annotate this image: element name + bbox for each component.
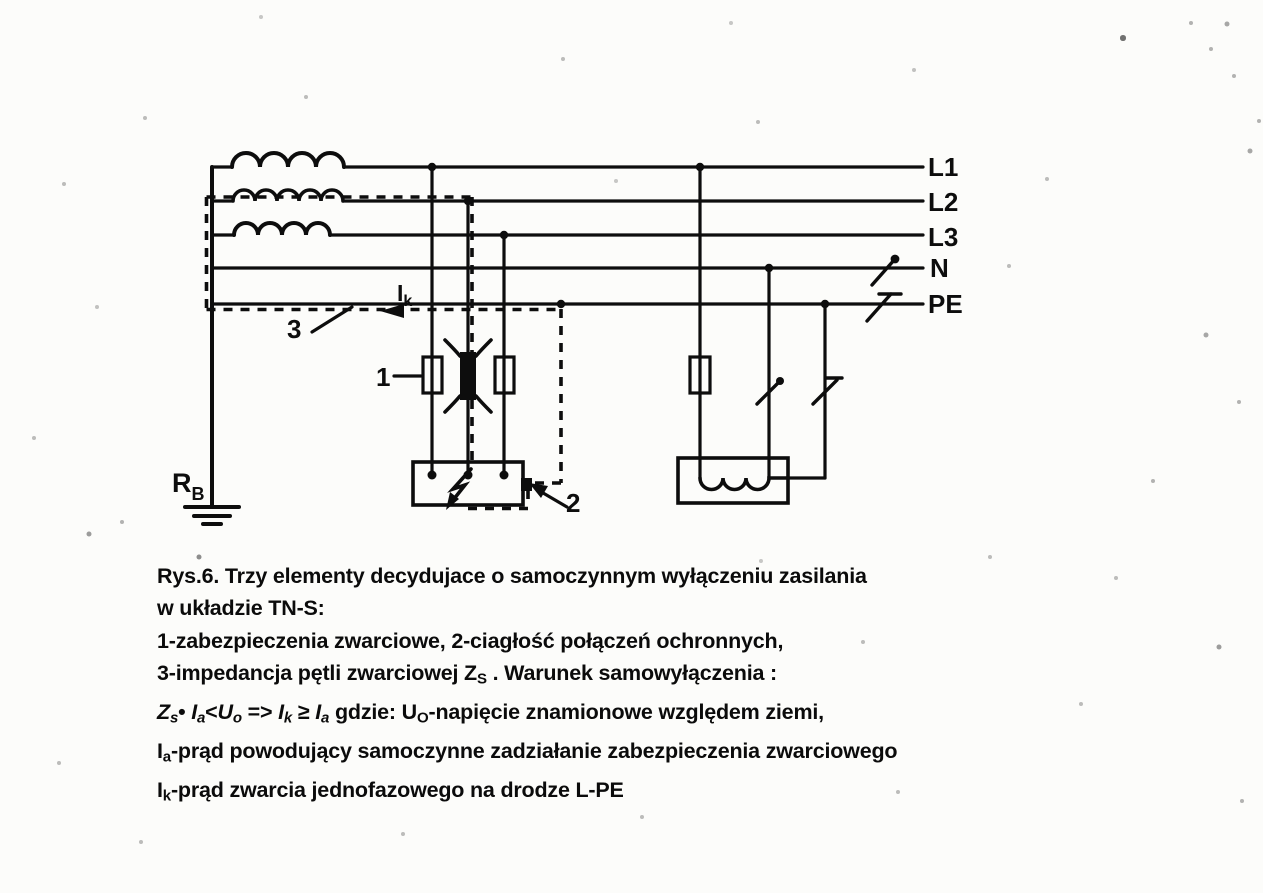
pe-isolating-link-icon <box>865 292 903 323</box>
right-load-drops <box>698 165 827 480</box>
caption-segment: I <box>157 778 163 803</box>
caption-segment: k <box>283 709 293 727</box>
callout-3-leader <box>310 305 354 334</box>
caption-segment: w układzie TN-S: <box>157 596 325 621</box>
caption-segment: O <box>416 709 429 727</box>
operating-fuse-burst-icon <box>443 338 493 414</box>
caption-segment: -prąd zwarcia jednofazowego na drodze L-… <box>170 778 624 803</box>
callout-2: 2 <box>566 488 580 518</box>
earth-resistance-base: R <box>172 468 192 498</box>
transformer-winding-l3 <box>232 221 332 237</box>
caption-segment: • <box>178 700 192 725</box>
right-load-box <box>676 456 790 505</box>
callout-1: 1 <box>376 362 390 392</box>
fault-loop-dashed <box>204 195 563 511</box>
caption-segment: a <box>321 709 330 727</box>
caption-line: Rys.6. Trzy elementy decydujace o samocz… <box>157 560 997 592</box>
caption-line: 1-zabezpieczenia zwarciowe, 2-ciagłość p… <box>157 625 997 657</box>
caption-segment: => <box>241 700 279 725</box>
caption-segment: k <box>162 787 171 805</box>
caption-segment: ≥ <box>292 700 316 725</box>
caption-segment: 3-impedancja pętli zwarciowej Z <box>157 661 477 686</box>
fault-current-arrow-icon <box>380 304 404 318</box>
transformer-winding-l1 <box>230 151 346 169</box>
fault-current-base: I <box>397 280 403 306</box>
caption-segment: Rys.6. Trzy elementy decydujace o samocz… <box>157 564 867 588</box>
caption-line: 3-impedancja pętli zwarciowej ZS . Warun… <box>157 657 997 696</box>
label-n: N <box>930 253 949 283</box>
l2-conductor <box>210 188 925 203</box>
caption-segment: U <box>217 700 234 725</box>
fault-current-label: Ik <box>397 280 412 310</box>
label-pe: PE <box>928 289 963 319</box>
caption-segment: -napięcie znamionowe względem ziemi, <box>428 700 824 725</box>
caption-segment: o <box>232 709 242 727</box>
l1-conductor <box>210 151 925 169</box>
earth-resistance-sub: B <box>192 484 205 504</box>
label-l3: L3 <box>928 222 958 252</box>
caption-segment: s <box>169 709 179 727</box>
figure-caption: Rys.6. Trzy elementy decydujace o samocz… <box>157 560 997 813</box>
caption-segment: S <box>476 670 487 688</box>
junction-dots-right <box>695 162 830 309</box>
n-isolating-link-icon <box>870 254 900 287</box>
earth-resistance-label: RB <box>172 468 205 504</box>
caption-segment: a <box>162 748 171 766</box>
fault-current-sub: k <box>403 293 412 310</box>
load-coil-icon <box>698 476 790 492</box>
callout-2-leader <box>529 483 569 509</box>
l3-conductor <box>210 221 925 237</box>
left-load-drops <box>430 165 506 477</box>
caption-line: Ik-prąd zwarcia jednofazowego na drodze … <box>157 774 997 813</box>
caption-segment: a <box>197 709 206 727</box>
caption-segment: 1-zabezpieczenia zwarciowe, 2-ciagłość p… <box>157 628 784 653</box>
pe-link-icon <box>811 376 844 406</box>
caption-segment: I <box>157 739 163 764</box>
n-link-icon <box>755 377 784 406</box>
transformer-winding-l2 <box>231 188 345 203</box>
junction-dots-left <box>427 162 566 480</box>
pe-bond-stub <box>521 478 532 491</box>
earth-electrode-icon <box>183 505 241 526</box>
caption-line: Zs• Ia<Uo => Ik ≥ Ia gdzie: UO-napięcie … <box>157 696 997 735</box>
caption-segment: I <box>191 700 197 725</box>
caption-segment: . Warunek samowyłączenia : <box>486 661 778 686</box>
caption-segment: gdzie: U <box>329 700 417 725</box>
caption-segment: Z <box>157 700 170 725</box>
caption-segment: -prąd powodujący samoczynne zadziałanie … <box>170 739 898 764</box>
caption-segment: I <box>315 700 322 725</box>
caption-segment: < <box>205 700 218 725</box>
callout-3: 3 <box>287 314 301 344</box>
caption-line: Ia-prąd powodujący samoczynne zadziałani… <box>157 735 997 774</box>
label-l1: L1 <box>928 152 958 182</box>
caption-segment: I <box>278 700 284 725</box>
fault-bolt-icon <box>446 467 473 510</box>
label-l2: L2 <box>928 187 958 217</box>
caption-line: w układzie TN-S: <box>157 592 997 624</box>
